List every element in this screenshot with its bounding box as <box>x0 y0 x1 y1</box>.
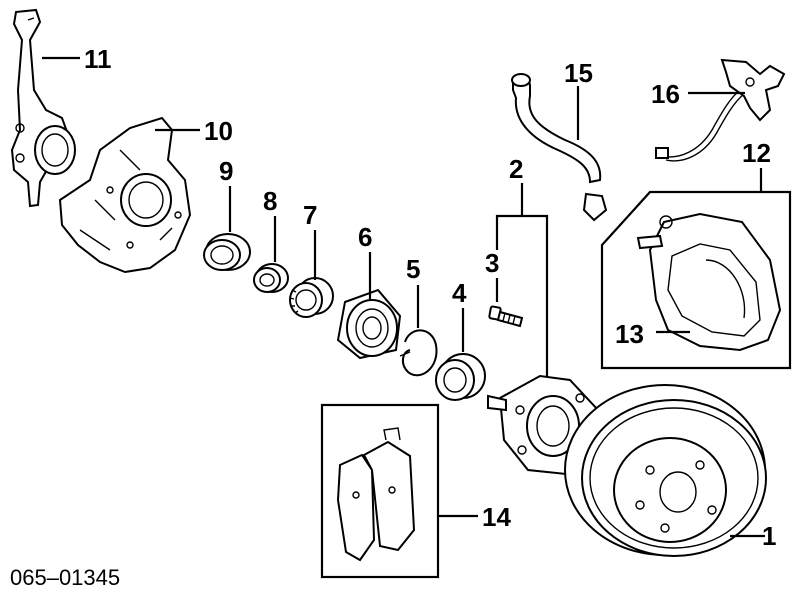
callout-15: 15 <box>564 58 593 88</box>
dust-shield-part <box>58 116 192 274</box>
snap-ring-part <box>399 329 438 377</box>
hub-bolt-part <box>488 305 524 328</box>
callout-10: 10 <box>204 116 233 146</box>
callout-5: 5 <box>406 254 420 284</box>
brake-hose-part <box>511 73 608 222</box>
roller-bearing-part <box>289 277 334 318</box>
callout-7: 7 <box>303 200 317 230</box>
inner-race-part <box>253 263 289 293</box>
callout-16: 16 <box>651 79 680 109</box>
callout-13: 13 <box>615 319 644 349</box>
callout-3: 3 <box>485 248 499 278</box>
caliper-assembly-box <box>600 190 792 370</box>
steering-knuckle-part <box>10 8 76 208</box>
catalog-code: 065–01345 <box>10 565 120 590</box>
brake-pads-part <box>336 427 416 562</box>
callout-11: 11 <box>84 44 112 74</box>
callout-8: 8 <box>263 186 277 216</box>
callout-9: 9 <box>219 156 233 186</box>
hub-bearing-part <box>336 288 402 360</box>
oil-seal-part <box>203 233 251 271</box>
callout-6: 6 <box>358 222 372 252</box>
pad-kit-box <box>320 403 440 579</box>
callout-1: 1 <box>762 521 776 551</box>
callout-4: 4 <box>452 278 467 308</box>
callout-14: 14 <box>482 502 511 532</box>
brake-disc-part <box>564 384 767 557</box>
speed-sensor-part <box>655 58 786 162</box>
brake-caliper-part <box>636 212 782 352</box>
callout-12: 12 <box>742 138 771 168</box>
hub-seal-part <box>435 353 486 401</box>
callout-2: 2 <box>509 154 523 184</box>
